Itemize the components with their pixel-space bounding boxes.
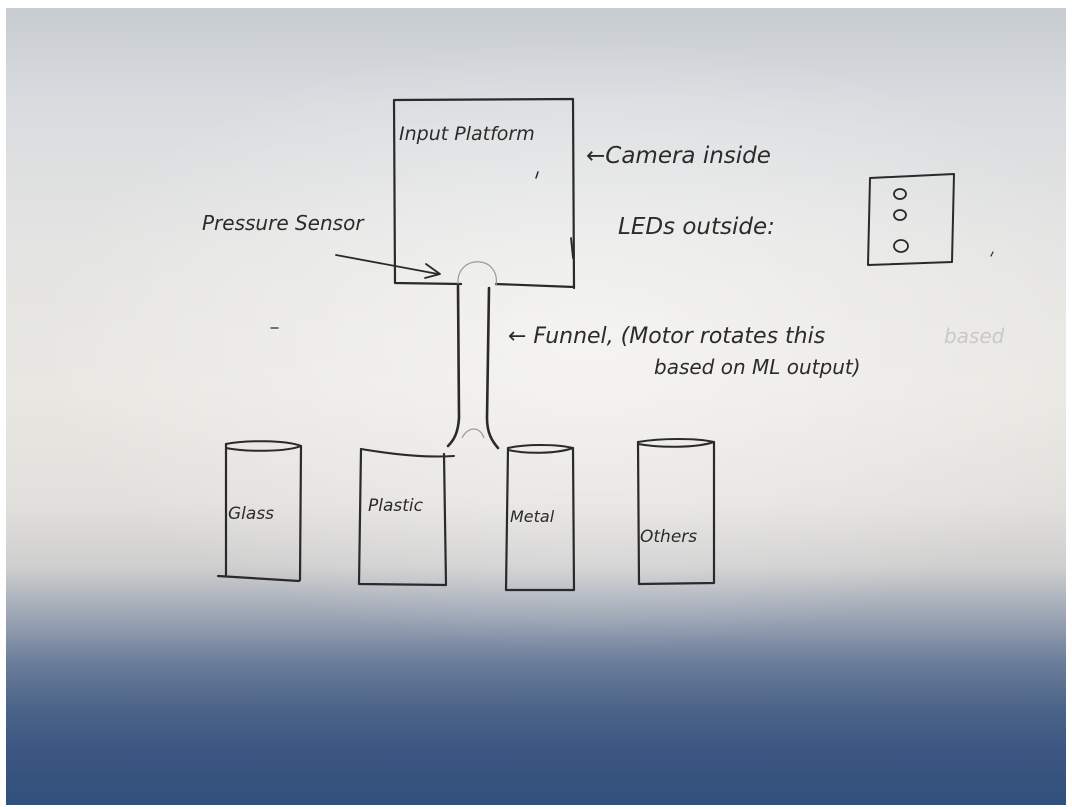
bin-plastic: Plastic — [359, 449, 454, 585]
funnel-label: ← Funnel, (Motor rotates this — [508, 324, 825, 349]
bin-label: Glass — [228, 504, 274, 524]
leds-label: LEDs outside: — [618, 214, 775, 240]
led-icon — [894, 189, 906, 199]
led-icon — [894, 210, 906, 220]
funnel-label-continued: based on ML output) — [654, 355, 861, 379]
funnel — [448, 262, 498, 448]
bin-glass: Glass — [218, 441, 301, 581]
funnel-label-faint: based — [944, 324, 1005, 348]
platform-label: Input Platform — [399, 123, 535, 145]
camera-label: ←Camera inside — [586, 143, 771, 169]
bin-label: Plastic — [368, 496, 424, 516]
bin-label: Metal — [510, 507, 555, 526]
sketch-photo: Input Platform ←Camera inside Pressure S… — [6, 8, 1066, 805]
led-panel — [868, 174, 954, 265]
led-icon — [894, 240, 908, 252]
hand-drawn-diagram: Input Platform ←Camera inside Pressure S… — [6, 8, 1066, 805]
pressure-sensor-label: Pressure Sensor — [202, 211, 365, 235]
bin-others: Others — [638, 439, 714, 584]
bin-metal: Metal — [506, 445, 574, 590]
pressure-sensor-arrow — [336, 255, 440, 278]
bin-label: Others — [640, 527, 697, 547]
